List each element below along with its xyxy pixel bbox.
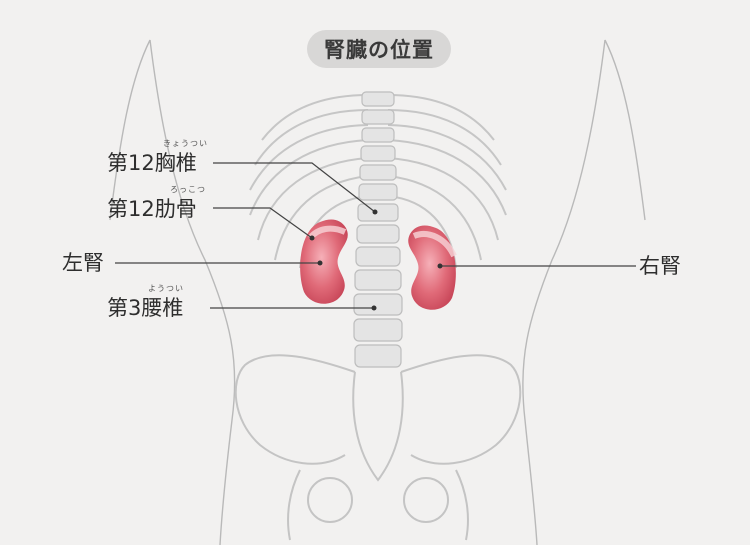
- lumbar3-ruby: ようつい: [148, 284, 184, 293]
- page-title: 腎臓の位置: [307, 30, 451, 68]
- rib12-ruby: ろっこつ: [170, 185, 206, 194]
- thoracic12-label: 第12胸椎: [107, 151, 197, 175]
- left-kidney: [300, 220, 348, 304]
- rib12-label: 第12肋骨: [107, 197, 197, 221]
- thoracic12-ruby: きょうつい: [163, 139, 208, 148]
- spine: [354, 92, 402, 367]
- lumbar3-label: 第3腰椎: [107, 296, 183, 320]
- right-kidney-label: 右腎: [639, 254, 681, 278]
- leader-thoracic12: [213, 163, 375, 212]
- pelvis: [236, 355, 521, 540]
- left-kidney-label: 左腎: [62, 251, 104, 275]
